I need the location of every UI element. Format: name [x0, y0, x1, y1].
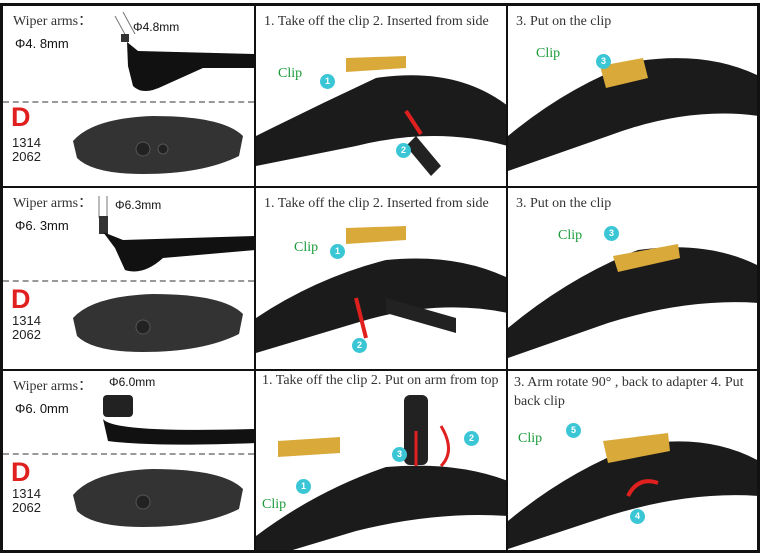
diameter: Φ4. 8mm [15, 36, 69, 51]
step-badge: 3 [392, 447, 407, 462]
wiper-arm-illustration [98, 196, 254, 272]
step-cell-2a: 1. Take off the clip 2. Inserted from si… [255, 187, 507, 370]
divider [3, 101, 254, 103]
blade-illustration [508, 58, 757, 171]
clip-label: Clip [558, 228, 583, 243]
step-text: 1. Take off the clip 2. Inserted from si… [264, 196, 489, 211]
divider [3, 280, 254, 282]
blade-illustration [256, 395, 506, 550]
adapter-letter: D [11, 284, 31, 314]
dim-label: Φ6.3mm [115, 198, 162, 212]
blade-illustration [256, 56, 506, 176]
step-text: 3. Put on the clip [516, 14, 612, 29]
step-text: 3. Arm rotate 90° , back to adapter 4. P… [514, 375, 744, 409]
clip-label: Clip [262, 497, 287, 512]
adapter-illustration [73, 294, 243, 352]
step-badge: 1 [330, 244, 345, 259]
step-cell-1a: 1. Take off the clip 2. Inserted from si… [255, 5, 507, 187]
adapter-illustration [73, 116, 243, 174]
step-badge: 2 [464, 431, 479, 446]
wiper-arm-illustration [114, 11, 254, 91]
blade-illustration [508, 244, 757, 358]
step-badge: 1 [296, 479, 311, 494]
step-badge: 1 [320, 74, 335, 89]
step-text: 1. Take off the clip 2. Put on arm from … [262, 373, 499, 388]
blade-illustration [508, 433, 757, 549]
step-cell-1b: 3. Put on the clip Clip 3 [507, 5, 758, 187]
step-badge: 3 [596, 54, 611, 69]
diameter: Φ6. 3mm [15, 218, 69, 233]
step-badge: 4 [630, 509, 645, 524]
clip-label: Clip [294, 240, 319, 255]
clip-label: Clip [518, 431, 543, 446]
step-text: 3. Put on the clip [516, 196, 612, 211]
step-badge: 2 [352, 338, 367, 353]
step-cell-2b: 3. Put on the clip Clip 3 [507, 187, 758, 370]
adapter-illustration [73, 469, 243, 527]
wiper-arm-illustration [103, 395, 254, 445]
dim-label: Φ6.0mm [109, 375, 156, 389]
adapter-letter: D [11, 102, 31, 132]
step-cell-3a: 1. Take off the clip 2. Put on arm from … [255, 370, 507, 551]
clip-label: Clip [278, 66, 303, 81]
wiper-label: Wiper arms： [13, 14, 93, 29]
wiper-label: Wiper arms： [13, 379, 93, 394]
adapter-letter: D [11, 457, 31, 487]
step-badge: 5 [566, 423, 581, 438]
divider [3, 453, 254, 455]
step-badge: 3 [604, 226, 619, 241]
blade-illustration [256, 226, 506, 353]
step-badge: 2 [396, 143, 411, 158]
dim-label: Φ4.8mm [133, 20, 180, 34]
step-text: 1. Take off the clip 2. Inserted from si… [264, 14, 489, 29]
clip-label: Clip [536, 46, 561, 61]
wiper-label: Wiper arms： [13, 196, 93, 211]
diameter: Φ6. 0mm [15, 401, 69, 416]
step-cell-3b: 3. Arm rotate 90° , back to adapter 4. P… [507, 370, 758, 551]
